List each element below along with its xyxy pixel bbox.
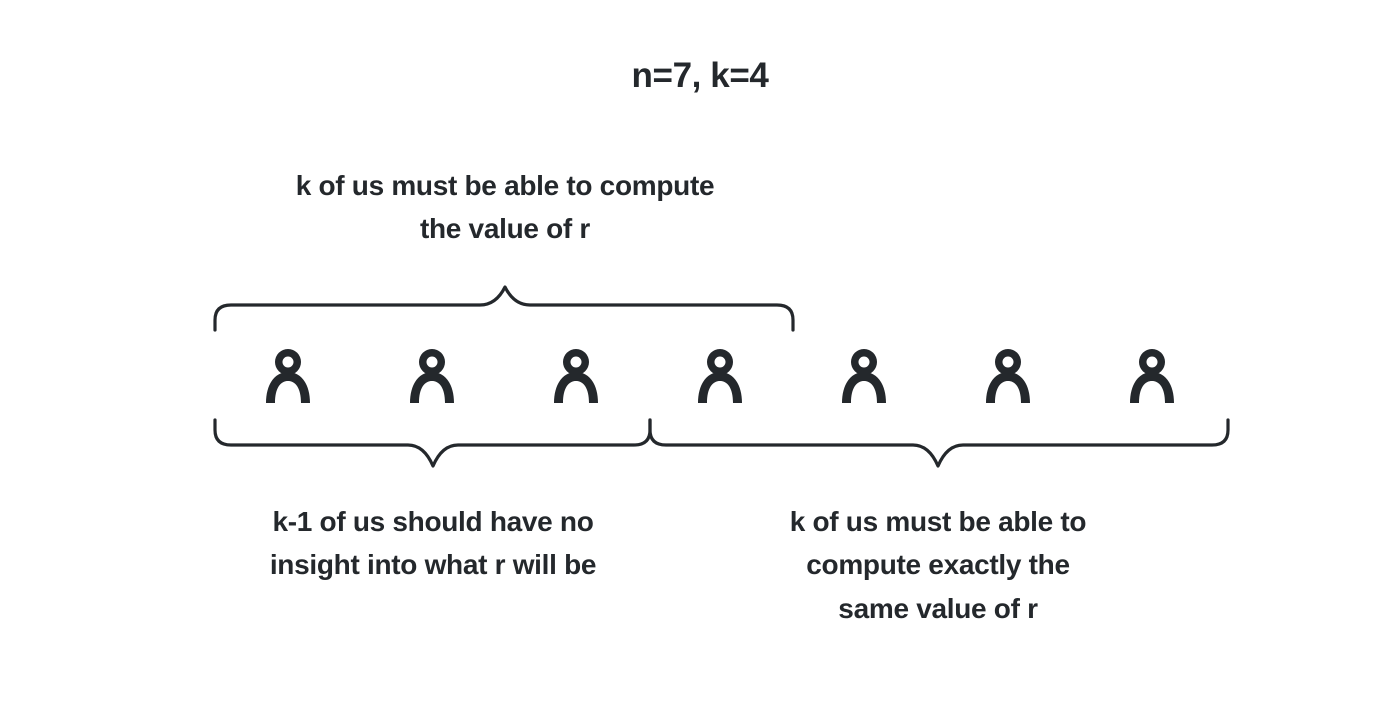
brace-top	[213, 285, 795, 332]
page-title: n=7, k=4	[631, 56, 769, 95]
caption-bottom-right-line-2: compute exactly the	[806, 549, 1070, 581]
caption-bottom-left: k-1 of us should have no insight into wh…	[183, 500, 683, 587]
caption-bottom-right-line-1: k of us must be able to	[789, 506, 1087, 537]
person-icon[interactable]	[980, 345, 1036, 407]
brace-bottom-right	[648, 418, 1230, 468]
person-icon[interactable]	[260, 345, 316, 407]
person-icon[interactable]	[836, 345, 892, 407]
caption-bottom-right-line-3: same value of r	[838, 592, 1038, 624]
caption-bottom-right: k of us must be able to compute exactly …	[713, 500, 1163, 630]
caption-top-line-1: k of us must be able to compute	[295, 170, 715, 201]
caption-bottom-left-line-1: k-1 of us should have no	[272, 506, 594, 537]
person-icon[interactable]	[1124, 345, 1180, 407]
person-icon[interactable]	[404, 345, 460, 407]
caption-top-line-2: the value of r	[419, 213, 591, 245]
caption-top: k of us must be able to compute the valu…	[205, 164, 805, 251]
brace-bottom-left	[213, 418, 652, 468]
person-icon[interactable]	[692, 345, 748, 407]
people-row	[0, 345, 1400, 407]
caption-bottom-left-line-2: insight into what r will be	[269, 549, 597, 581]
person-icon[interactable]	[548, 345, 604, 407]
